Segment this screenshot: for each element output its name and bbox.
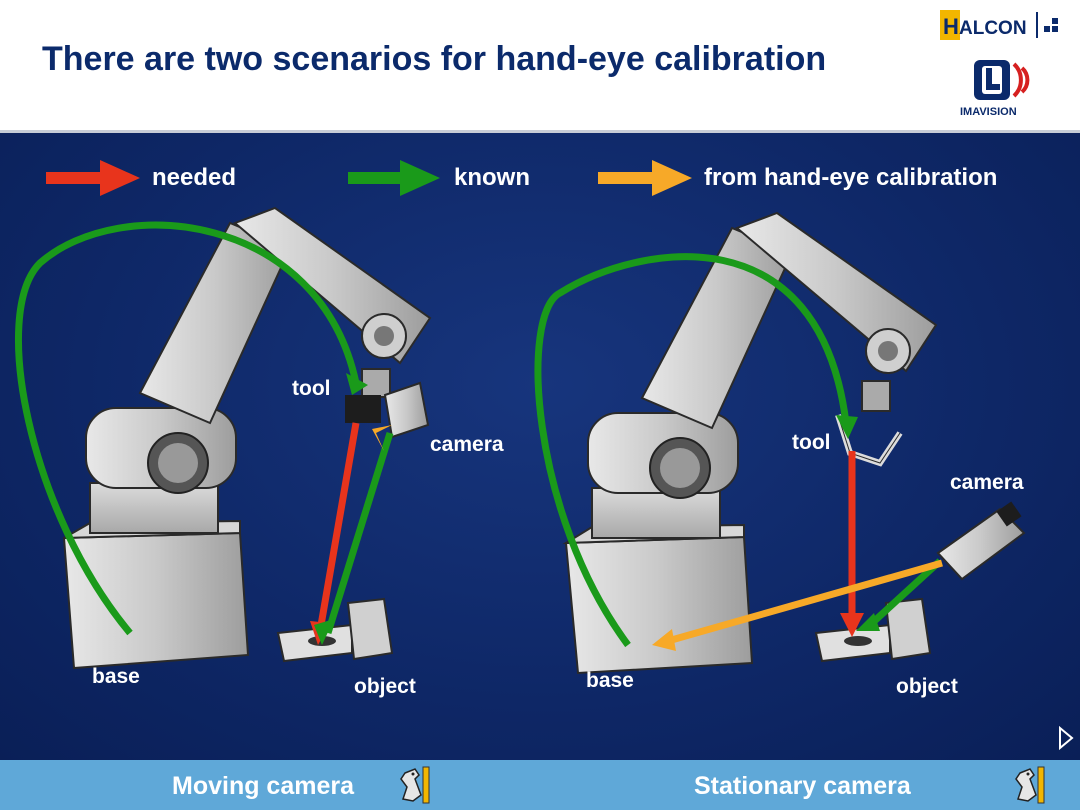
robot-right xyxy=(562,211,938,675)
footer-label-stationary-camera: Stationary camera xyxy=(694,772,911,800)
object-right xyxy=(814,597,932,663)
falcon-icon xyxy=(397,765,433,805)
object-left xyxy=(276,597,394,663)
legend-label-known: known xyxy=(454,164,530,191)
label-object-right: object xyxy=(896,675,958,698)
label-camera-right: camera xyxy=(950,471,1024,494)
imavision-wordmark: IMAVISION xyxy=(960,106,1017,118)
label-tool-right: tool xyxy=(792,431,831,454)
label-camera-left: camera xyxy=(430,433,504,456)
arrow-camera-to-tool-left xyxy=(372,425,392,451)
label-base-left: base xyxy=(92,665,140,688)
footer-label-moving-camera: Moving camera xyxy=(172,772,355,800)
legend-arrow-known xyxy=(348,160,440,196)
arrow-base-to-tool-left xyxy=(14,221,360,636)
arrow-object-to-camera-left xyxy=(324,431,394,635)
stationary-camera-right xyxy=(936,501,1026,581)
robot-left xyxy=(62,206,432,670)
diagram-stage: needed known from hand-eye calibration t… xyxy=(0,133,1080,760)
legend-label-calibration: from hand-eye calibration xyxy=(704,164,998,191)
legend-arrow-needed xyxy=(46,160,140,196)
halcon-logo: H ALCON xyxy=(940,8,1065,42)
imavision-logo: IMAVISION xyxy=(952,54,1062,124)
slide-title: There are two scenarios for hand-eye cal… xyxy=(42,40,827,78)
arrow-base-to-tool-right xyxy=(534,253,850,648)
arrow-camera-to-base-right xyxy=(667,559,943,645)
legend-arrow-calibration xyxy=(598,160,692,196)
slide-header: There are two scenarios for hand-eye cal… xyxy=(0,0,1080,133)
arrow-camera-to-object-right xyxy=(867,558,943,628)
falcon-icon xyxy=(1012,765,1048,805)
next-slide-icon[interactable] xyxy=(1058,726,1074,750)
header-divider xyxy=(0,130,1080,133)
legend-label-needed: needed xyxy=(152,164,237,191)
label-object-left: object xyxy=(354,675,416,698)
slide-footer: Moving camera Stationary camera xyxy=(0,760,1080,810)
svg-text:ALCON: ALCON xyxy=(959,18,1027,39)
label-tool-left: tool xyxy=(292,377,331,400)
arrow-tool-to-object-left xyxy=(316,422,360,632)
label-base-right: base xyxy=(586,669,634,692)
svg-text:H: H xyxy=(943,14,959,39)
diagram-canvas xyxy=(14,160,1026,675)
